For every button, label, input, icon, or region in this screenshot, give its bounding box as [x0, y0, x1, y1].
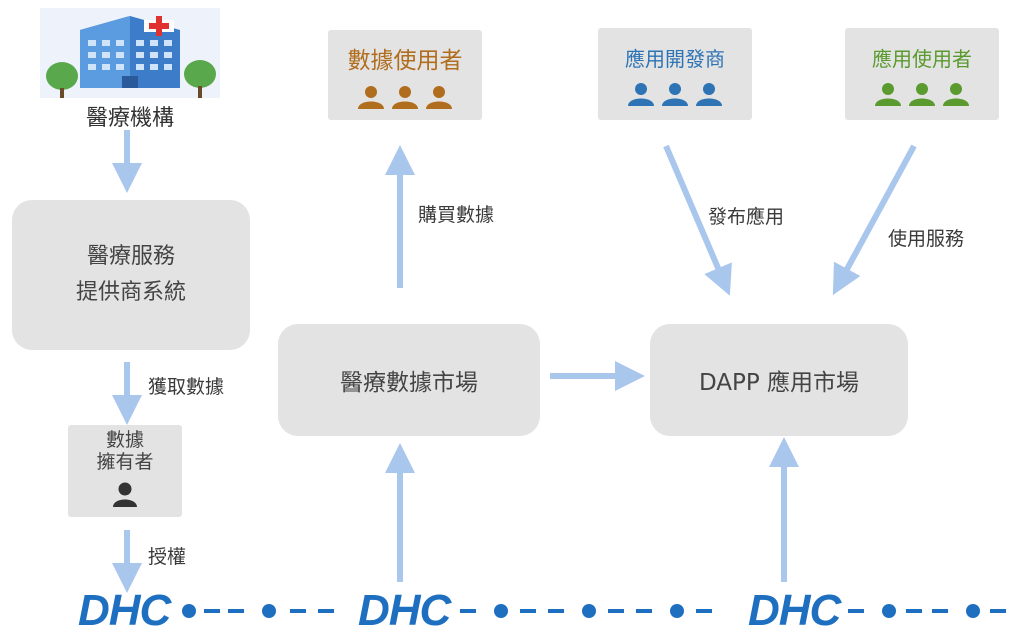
chain-link	[318, 609, 334, 613]
institution-node: 醫療機構	[40, 8, 220, 131]
data-owner-node: 數據 擁有者	[68, 425, 182, 517]
data-user-node: 數據使用者	[328, 30, 482, 120]
provider-system-node: 醫療服務 提供商系統	[12, 200, 250, 350]
chain-link	[548, 609, 564, 613]
chain-node	[494, 604, 508, 618]
edge-use-service-label: 使用服務	[888, 228, 965, 250]
app-developer-node: 應用開發商	[598, 28, 752, 120]
person-icon	[113, 482, 137, 507]
chain-node	[966, 604, 980, 618]
chain-link	[608, 609, 624, 613]
person-icon	[943, 82, 969, 106]
owner-label-line1: 數據	[105, 429, 144, 451]
owner-label-line2: 擁有者	[96, 451, 154, 473]
provider-label-line1: 醫療服務	[86, 244, 175, 269]
chain-link	[636, 609, 652, 613]
edge-authorize-label: 授權	[148, 546, 187, 568]
chain-node	[262, 604, 276, 618]
person-icon	[909, 82, 935, 106]
data-user-people	[356, 85, 454, 109]
app-developer-people	[626, 82, 724, 106]
app-user-label: 應用使用者	[872, 46, 972, 71]
data-user-label: 數據使用者	[347, 48, 463, 74]
chain-link	[290, 609, 306, 613]
chain-link	[932, 609, 948, 613]
edge-acquire-label: 獲取數據	[148, 376, 225, 398]
chain-node	[182, 604, 196, 618]
chain-link	[696, 609, 712, 613]
chain-label-3: DHC	[748, 586, 841, 635]
person-icon	[628, 82, 654, 106]
person-icon	[662, 82, 688, 106]
chain-link	[990, 609, 1006, 613]
dapp-market-label: DAPP 應用市場	[698, 370, 860, 396]
chain-link	[460, 609, 476, 613]
person-icon	[875, 82, 901, 106]
chain-label-1: DHC	[78, 586, 171, 635]
institution-label: 醫療機構	[85, 106, 174, 131]
chain-label-2: DHC	[358, 586, 451, 635]
person-icon	[358, 86, 384, 109]
app-user-people	[873, 82, 971, 106]
data-market-node: 醫療數據市場	[278, 324, 540, 436]
person-icon	[426, 86, 452, 109]
dapp-market-node: DAPP 應用市場	[650, 324, 908, 436]
chain-node	[670, 604, 684, 618]
provider-label-line2: 提供商系統	[75, 280, 186, 305]
chain-link	[906, 609, 922, 613]
app-developer-label: 應用開發商	[625, 46, 725, 71]
person-icon	[696, 82, 722, 106]
edge-buy-label: 購買數據	[418, 204, 495, 226]
chain-node	[582, 604, 596, 618]
chain-link	[228, 609, 244, 613]
chain-node	[882, 604, 896, 618]
app-user-node: 應用使用者	[845, 28, 999, 120]
edge-publish-label: 發布應用	[708, 206, 785, 228]
arrow-dev-to-dapp	[663, 144, 732, 296]
chain-link	[848, 609, 864, 613]
person-icon	[392, 86, 418, 109]
data-market-label: 醫療數據市場	[340, 370, 478, 396]
chain-link	[204, 609, 220, 613]
chain-link	[520, 609, 536, 613]
arrow-user-to-dapp	[832, 144, 917, 296]
hospital-icon	[40, 8, 220, 98]
